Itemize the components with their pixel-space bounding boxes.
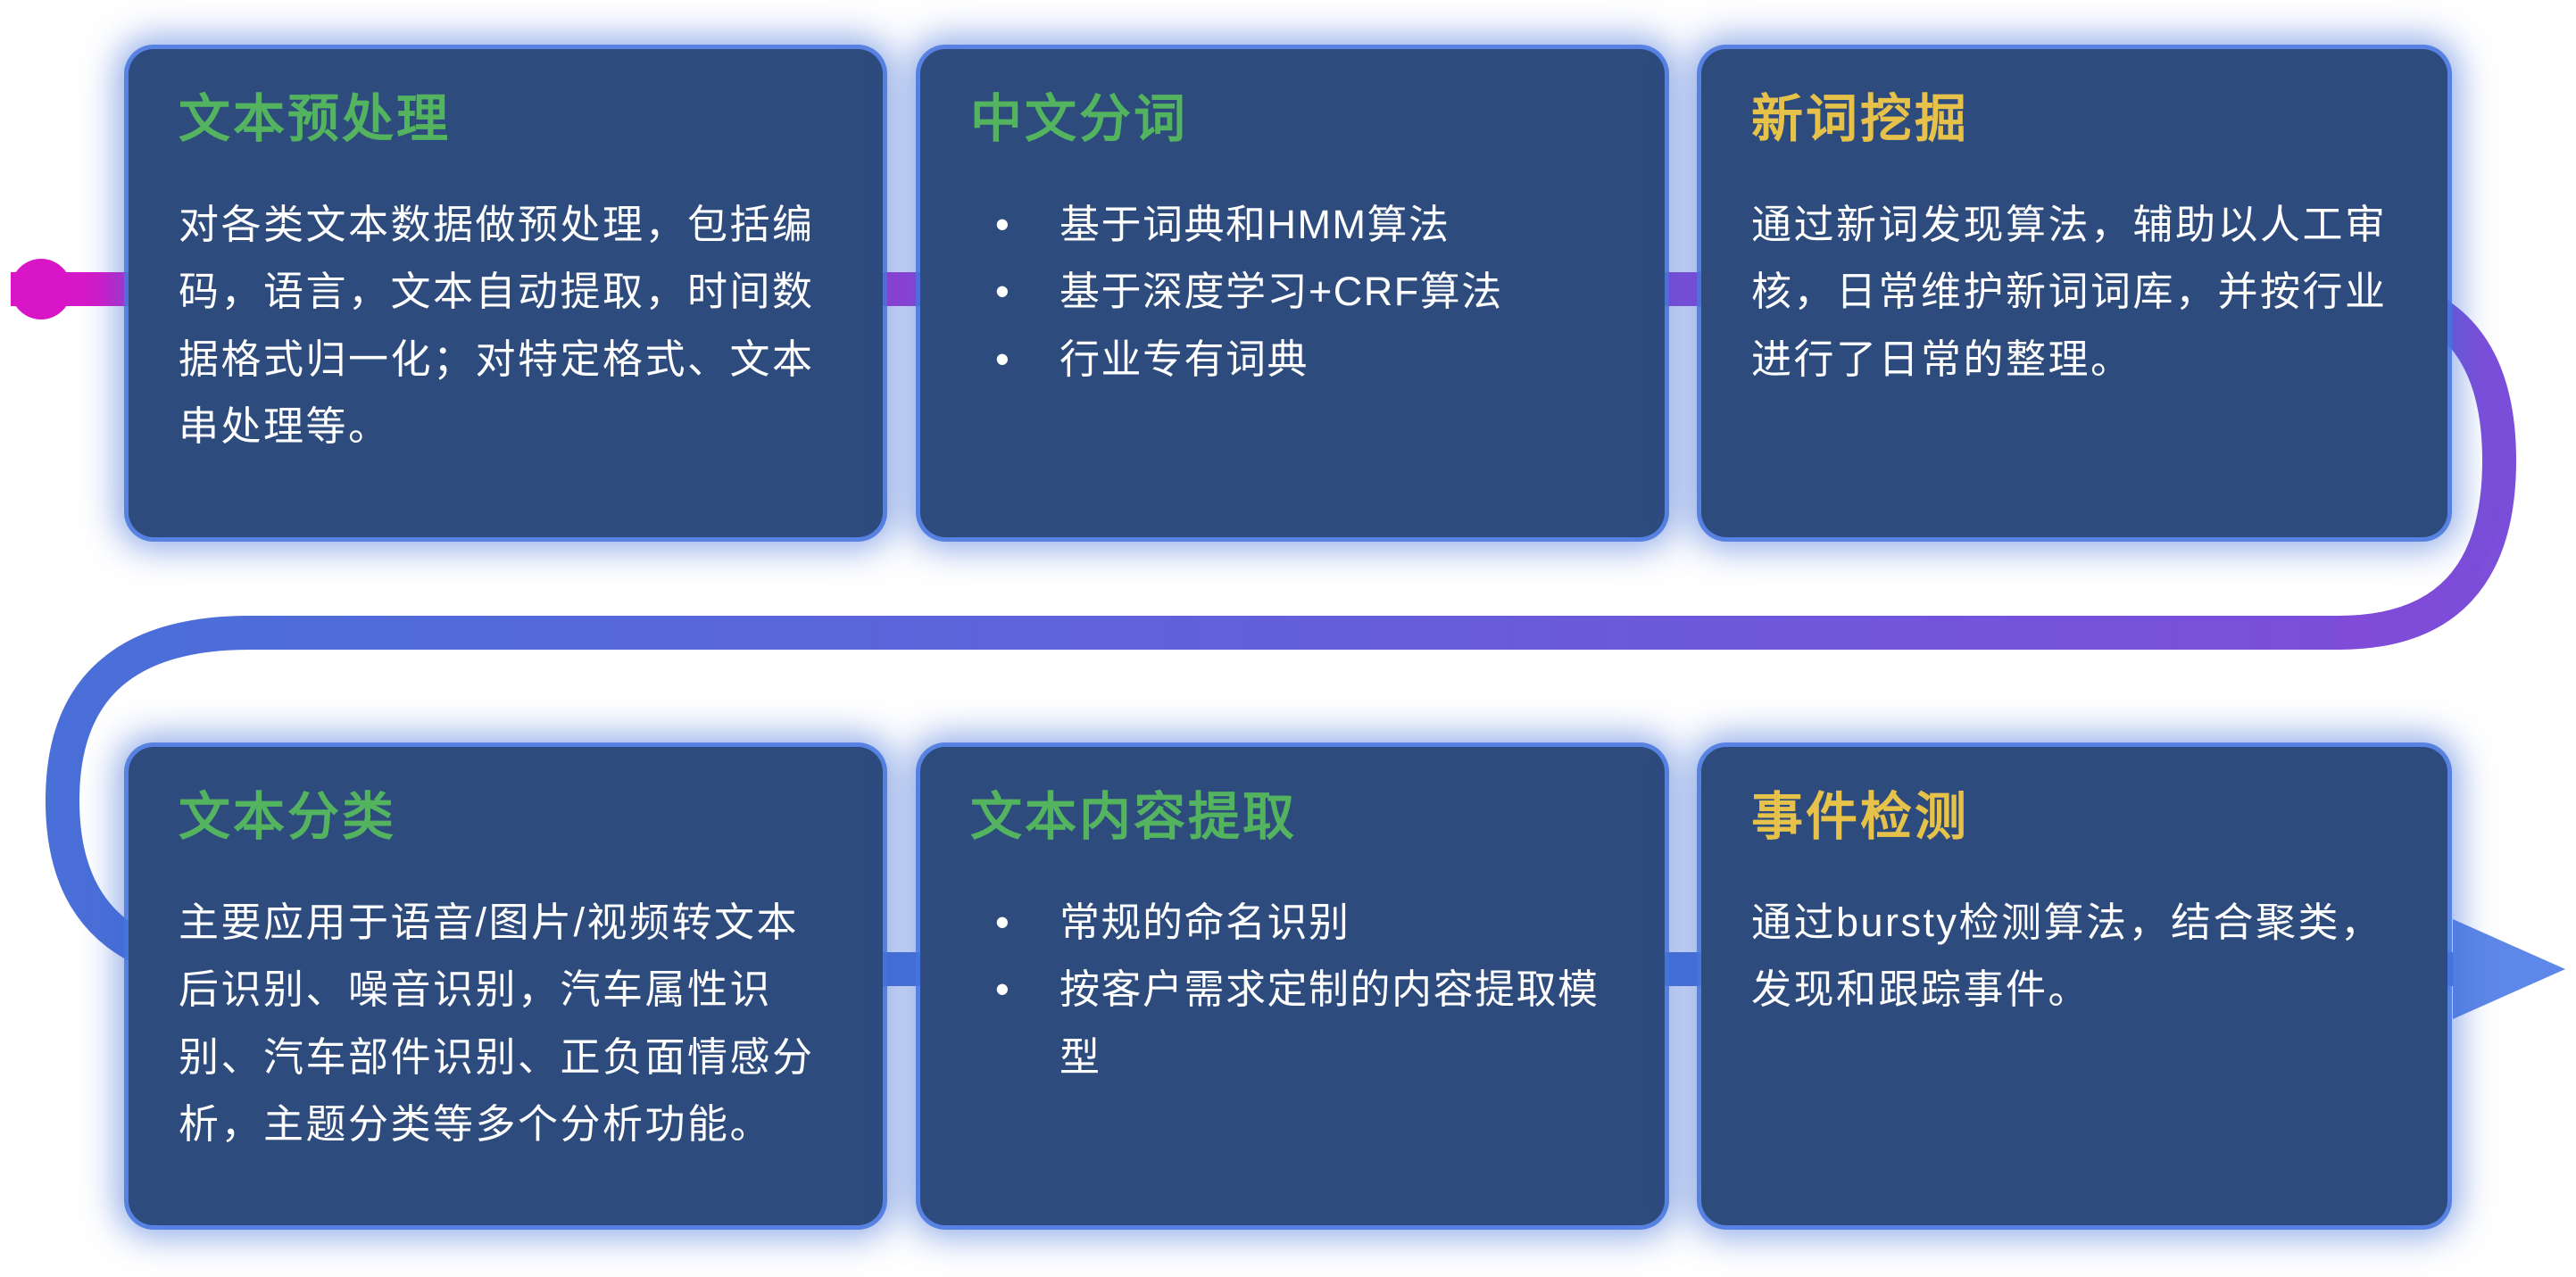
- card-title: 文本内容提取: [970, 788, 1298, 846]
- bullet-dot-icon: •: [995, 201, 1011, 247]
- card-text-classification: 文本分类 主要应用于语音/图片/视频转文本后识别、噪音识别，汽车属性识别、汽车部…: [129, 747, 883, 1225]
- bullet-dot-icon: •: [995, 269, 1011, 315]
- card-body: 主要应用于语音/图片/视频转文本后识别、噪音识别，汽车属性识别、汽车部件识别、正…: [179, 899, 815, 1148]
- pipeline-start-dot-icon: [11, 259, 71, 319]
- card-text-preprocessing: 文本预处理 对各类文本数据做预处理，包括编码，语言，文本自动提取，时间数据格式归…: [129, 49, 883, 537]
- bullet-text: 基于深度学习+CRF算法: [1059, 269, 1503, 315]
- bullet-text: 常规的命名识别: [1059, 899, 1350, 945]
- card-new-word-mining: 新词挖掘 通过新词发现算法，辅助以人工审核，日常维护新词词库，并按行业进行了日常…: [1701, 49, 2447, 537]
- bullet-list: • 基于词典和HMM算法 • 基于深度学习+CRF算法 • 行业专有词典: [970, 191, 1615, 394]
- card-text-content-extraction: 文本内容提取 • 常规的命名识别 • 按客户需求定制的内容提取模型: [920, 747, 1665, 1225]
- bullet-list: • 常规的命名识别 • 按客户需求定制的内容提取模型: [970, 889, 1615, 1091]
- bullet-text: 按客户需求定制的内容提取模型: [1059, 966, 1600, 1080]
- card-body: 对各类文本数据做预处理，包括编码，语言，文本自动提取，时间数据格式归一化；对特定…: [179, 201, 815, 450]
- bullet-dot-icon: •: [995, 336, 1011, 382]
- card-title: 事件检测: [1751, 788, 1970, 846]
- card-title: 文本分类: [179, 788, 397, 846]
- bullet-dot-icon: •: [995, 966, 1011, 1013]
- card-title: 中文分词: [970, 90, 1189, 148]
- bullet-text: 基于词典和HMM算法: [1059, 201, 1450, 247]
- bullet-text: 行业专有词典: [1059, 336, 1309, 382]
- card-event-detection: 事件检测 通过bursty检测算法，结合聚类，发现和跟踪事件。: [1701, 747, 2447, 1225]
- card-title: 新词挖掘: [1751, 90, 1970, 148]
- card-chinese-word-segmentation: 中文分词 • 基于词典和HMM算法 • 基于深度学习+CRF算法 • 行业专有词…: [920, 49, 1665, 537]
- bullet-item: • 行业专有词典: [995, 326, 1615, 394]
- bullet-dot-icon: •: [995, 899, 1011, 945]
- bullet-item: • 基于深度学习+CRF算法: [995, 258, 1615, 326]
- bullet-item: • 常规的命名识别: [995, 889, 1615, 957]
- card-body: 通过新词发现算法，辅助以人工审核，日常维护新词词库，并按行业进行了日常的整理。: [1751, 201, 2388, 382]
- card-title: 文本预处理: [179, 90, 452, 148]
- card-body: 通过bursty检测算法，结合聚类，发现和跟踪事件。: [1751, 899, 2383, 1013]
- bullet-item: • 按客户需求定制的内容提取模型: [995, 956, 1615, 1090]
- bullet-item: • 基于词典和HMM算法: [995, 191, 1615, 259]
- pipeline-arrow-icon: [2453, 919, 2565, 1019]
